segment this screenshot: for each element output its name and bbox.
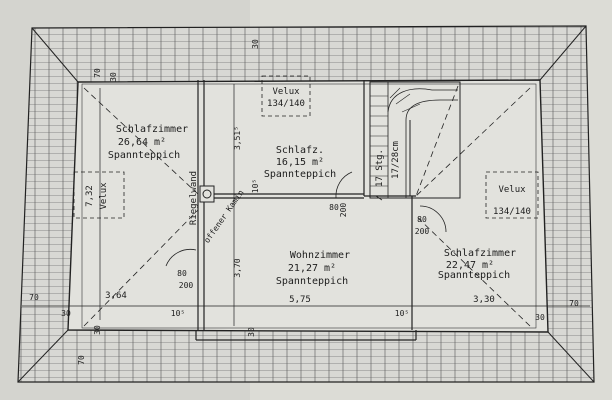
riegelwand-label: Riegelwand	[189, 171, 199, 225]
stairs-size-label: 17/28cm	[391, 141, 401, 179]
door-arc	[335, 171, 353, 199]
chimney	[199, 185, 215, 203]
room-area-middle: 16,15 m²	[276, 157, 324, 168]
door-label: 80	[417, 215, 427, 224]
room-name-right: Schlafzimmer	[444, 248, 516, 259]
inner-wall	[81, 83, 537, 329]
door-arc	[165, 249, 197, 267]
door-label: 200	[415, 227, 430, 236]
dim-label: 30	[247, 327, 256, 337]
velux-left-label: Velux	[99, 182, 109, 210]
velux-left	[73, 171, 125, 219]
velux-right-size: 134/140	[493, 207, 531, 217]
room-area-left: 26,64 m²	[118, 137, 166, 148]
room-floor-left: Spannteppich	[108, 150, 180, 161]
hip-line	[539, 25, 587, 81]
dim-label: 3,30	[473, 295, 495, 305]
dim-label: 5,75	[289, 295, 311, 305]
room-name-living: Wohnzimmer	[290, 250, 350, 261]
door-label: 200	[339, 203, 348, 218]
dim-label: 30	[109, 72, 118, 82]
door-label: 80	[329, 203, 339, 212]
velux-top-label: Velux	[272, 87, 300, 97]
room-area-living: 21,27 m²	[288, 263, 336, 274]
ridge-lines	[83, 85, 531, 327]
dim-label: 10⁵	[395, 309, 409, 318]
dim-label: 30	[93, 325, 102, 335]
dim-label: 30	[251, 39, 260, 49]
dimension-lines	[22, 84, 590, 326]
hip-line	[31, 27, 79, 83]
velux-right-label: Velux	[498, 185, 526, 195]
staircase	[369, 81, 461, 201]
hip-line	[547, 331, 595, 383]
dim-label: 3,64	[105, 291, 127, 301]
dim-label: 10⁵	[251, 179, 260, 193]
dim-label: 70	[29, 293, 39, 302]
room-floor-right: Spannteppich	[438, 270, 510, 281]
stairs-label: 17 Stg.	[375, 149, 385, 187]
dim-label: 70	[569, 299, 579, 308]
dim-label: 70	[77, 355, 86, 365]
room-floor-living: Spannteppich	[276, 276, 348, 287]
room-area-right: 22,47 m²	[446, 260, 494, 271]
hip-line	[17, 329, 69, 383]
dim-label: 30	[535, 313, 545, 322]
velux-top-size: 134/140	[267, 99, 305, 109]
door-label: 200	[179, 281, 194, 290]
room-name-middle: Schlafz.	[276, 145, 324, 156]
dim-label: 30	[61, 309, 71, 318]
door-label: 80	[177, 269, 187, 278]
door-arc	[419, 205, 447, 233]
room-floor-middle: Spannteppich	[264, 169, 336, 180]
velux-top	[261, 75, 311, 117]
dim-label: 10⁵	[171, 309, 185, 318]
room-name-left: Schlafzimmer	[116, 124, 188, 135]
dim-label: 3,51⁵	[233, 126, 242, 150]
dim-label: 3,70	[233, 258, 242, 277]
velux-left-dim: 7,32	[85, 185, 95, 207]
dim-label: 70	[93, 68, 102, 78]
